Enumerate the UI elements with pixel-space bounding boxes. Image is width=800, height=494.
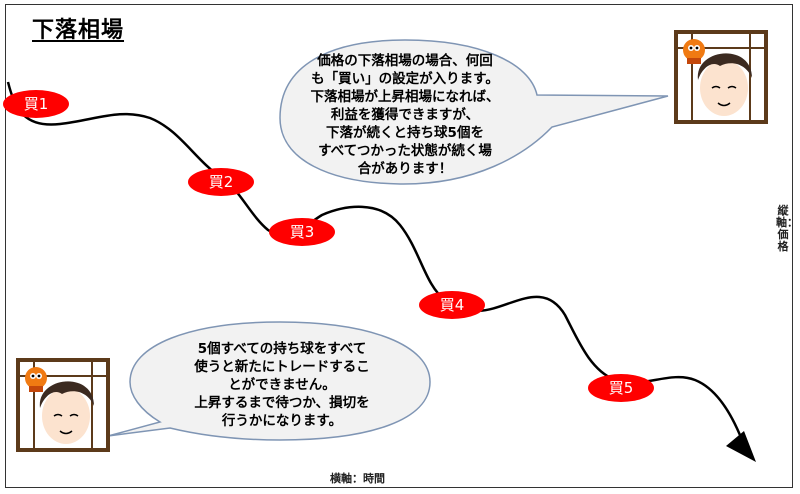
speech-line: 行うかになります。 <box>221 413 343 429</box>
buy-label-4: 買4 <box>439 296 465 314</box>
speech-bubble-bottom <box>107 321 431 441</box>
buy-marker-4 <box>419 291 485 319</box>
speech-line: 下落が続くと持ち球5個を <box>326 125 484 141</box>
buy-marker-2 <box>188 168 254 196</box>
speech-text-bottom: 5個すべての持ち球をすべて 使うと新たにトレードするこ とができません。 上昇す… <box>172 340 392 430</box>
speech-line: 利益を獲得できますが、 <box>330 107 480 123</box>
page-title: 下落相場 <box>32 18 125 43</box>
speech-line: 価格の下落相場の場合、何回 <box>317 53 493 69</box>
speech-line: 合があります！ <box>357 161 453 177</box>
speech-bubble-top <box>279 39 669 185</box>
buy-marker-1 <box>3 90 69 118</box>
vertical-axis-label: 縦軸：価格 <box>776 204 798 253</box>
buy-label-3: 買3 <box>289 223 315 241</box>
horizontal-axis-label: 横軸：時間 <box>330 472 385 485</box>
speech-text-top: 価格の下落相場の場合、何回 も「買い」の設定が入ります。 下落相場が上昇相場にな… <box>300 52 510 178</box>
speech-line: 下落相場が上昇相場になれば、 <box>310 89 500 105</box>
speech-line: すべてつかった状態が続く場 <box>318 143 492 159</box>
speech-line: 5個すべての持ち球をすべて <box>197 341 367 357</box>
buy-label-5: 買5 <box>608 379 634 397</box>
speech-line: 使うと新たにトレードするこ <box>194 359 370 375</box>
speech-line: 上昇するまで待つか、損切を <box>194 395 370 411</box>
speech-line: とができません。 <box>228 377 336 393</box>
buy-label-1: 買1 <box>23 95 49 113</box>
character-avatar-bottom <box>16 358 110 452</box>
speech-line: も「買い」の設定が入ります。 <box>311 71 499 87</box>
buy-marker-3 <box>269 218 335 246</box>
buy-marker-5 <box>588 374 654 402</box>
arrow-head <box>726 431 756 462</box>
character-avatar-top <box>674 30 768 124</box>
buy-label-2: 買2 <box>208 173 234 191</box>
